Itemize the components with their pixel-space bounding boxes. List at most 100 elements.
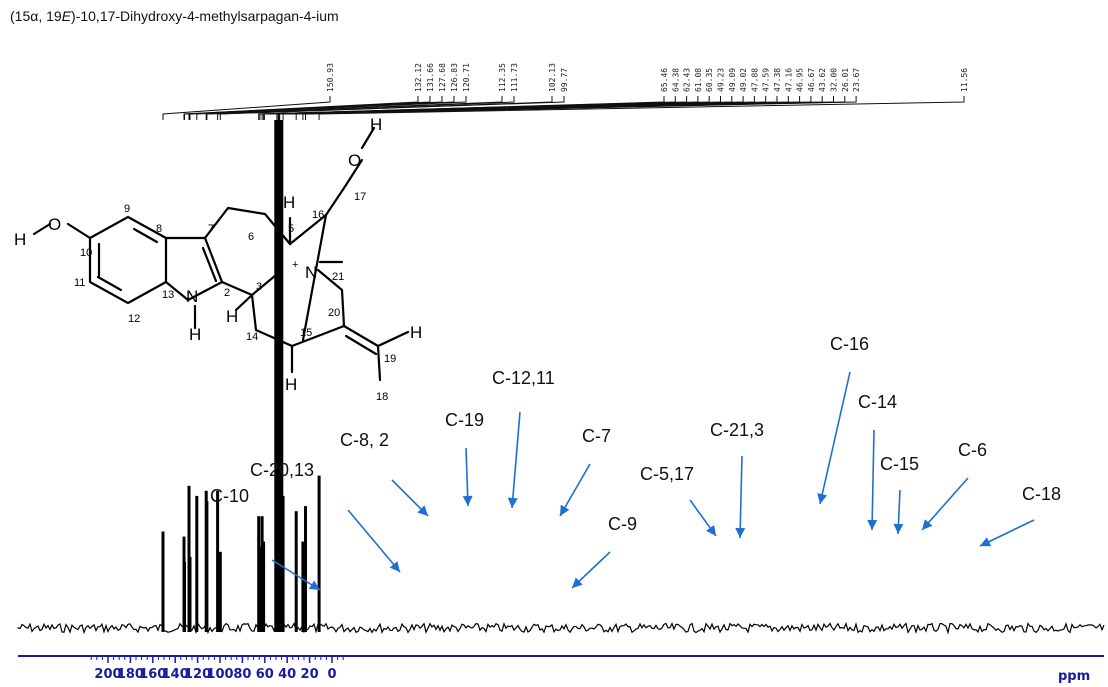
benzene-ring (88, 215, 168, 305)
atom-h-17: H (370, 115, 382, 134)
peak-annotation-label: C-20,13 (250, 460, 314, 480)
bond-O-H-10 (32, 222, 52, 236)
annotation-arrow-shaft (979, 519, 1035, 547)
peak-shift-label: 62.43 (683, 68, 692, 92)
atom-h-10: H (14, 230, 26, 249)
peak (301, 541, 305, 632)
annotation-arrowhead (572, 577, 583, 588)
peak-shift-label: 61.08 (694, 68, 703, 92)
annotation-arrow-shaft (921, 477, 969, 531)
atom-number: 16 (312, 209, 324, 221)
atom-h-3: H (226, 307, 238, 326)
shift-connector (206, 96, 515, 120)
annotation-arrowhead (308, 580, 320, 590)
peak-shift-label: 47.16 (784, 68, 793, 92)
bond-O-H (360, 126, 376, 150)
peak-shift-label: 99.77 (560, 68, 569, 92)
peak (205, 501, 209, 632)
bond-19-18 (376, 344, 382, 382)
shift-connector (219, 96, 565, 120)
bond-16-17 (324, 183, 348, 217)
peak-shift-label: 47.88 (750, 68, 759, 92)
atom-number: 19 (384, 353, 396, 365)
atom-number: 12 (128, 313, 140, 325)
peak-shift-label: 11.56 (960, 68, 969, 92)
atom-number: 8 (156, 223, 162, 235)
annotation-arrowhead (389, 561, 400, 572)
atom-number: 14 (246, 331, 258, 343)
atom-number: 9 (124, 203, 130, 215)
peak-annotation-label: C-7 (582, 426, 611, 446)
atom-number: 10 (80, 247, 92, 259)
annotation-arrowhead (560, 504, 570, 516)
annotation-arrowhead (706, 525, 716, 536)
atom-number: 18 (376, 391, 388, 403)
peak-annotation-label: C-15 (880, 454, 919, 474)
peak-annotation-label: C-5,17 (640, 464, 694, 484)
peak-shift-label: 32.00 (830, 68, 839, 92)
peak (188, 556, 192, 632)
peak-shift-label: 112.35 (498, 63, 507, 92)
peak (218, 551, 222, 632)
peak-shift-label: 47.38 (773, 68, 782, 92)
bond-19-H (376, 330, 410, 348)
bond-17-O (344, 158, 364, 187)
x-tick-label: 100 (206, 667, 233, 682)
peak-shift-label: 126.83 (450, 63, 459, 92)
peak-annotations: C-10C-20,13C-8, 2C-19C-12,11C-7C-9C-5,17… (210, 334, 1061, 591)
annotation-arrow-shaft (739, 455, 743, 539)
x-axis-unit-label: ppm (1058, 669, 1090, 684)
peak (262, 541, 266, 632)
atom-o-17: O (348, 151, 361, 170)
pyrrole-double-2 (201, 246, 218, 283)
x-tick-label: 80 (233, 667, 251, 682)
annotation-arrowhead (893, 523, 904, 534)
atom-n-4: N (305, 263, 317, 282)
annotation-arrowhead (817, 493, 828, 504)
x-tick-label: 20 (301, 667, 319, 682)
peak (258, 546, 262, 632)
peak-annotation-label: C-19 (445, 410, 484, 430)
annotation-arrowhead (462, 495, 473, 506)
atom-h-5: H (283, 193, 295, 212)
benzene-double-2 (96, 275, 123, 292)
peak-annotation-label: C-14 (858, 392, 897, 412)
atom-number: 3 (256, 281, 262, 293)
peak-annotation-label: C-8, 2 (340, 430, 389, 450)
annotation-arrow-shaft (511, 411, 521, 509)
shift-connector (318, 96, 965, 120)
atom-number: 17 (354, 191, 366, 203)
peak-annotation-label: C-10 (210, 486, 249, 506)
peak-shift-label: 64.38 (671, 68, 680, 92)
shift-connector (196, 96, 467, 120)
peak-shift-label: 102.13 (548, 63, 557, 92)
charge-plus: + (292, 259, 298, 271)
peak-shift-label: 23.67 (852, 68, 861, 92)
atom-number: 2 (224, 287, 230, 299)
peak-annotation-label: C-12,11 (492, 368, 555, 388)
peak-annotation-label: C-21,3 (710, 420, 764, 440)
peak-sticks (161, 120, 321, 632)
annotation-arrow-shaft (347, 509, 401, 573)
x-tick-label: 40 (278, 667, 296, 682)
peak-annotation-label: C-16 (830, 334, 869, 354)
peak-annotation-label: C-6 (958, 440, 987, 460)
baseline-noise (17, 621, 1105, 635)
peak-shift-label: 132.12 (414, 63, 423, 92)
x-tick-label: 60 (256, 667, 274, 682)
peak-shift-label: 111.73 (510, 63, 519, 92)
annotation-arrow-shaft (871, 429, 875, 531)
peak-shift-label: 43.62 (818, 68, 827, 92)
peak-shift-label: 150.93 (326, 63, 335, 92)
ring-bond-3-14-15 (250, 293, 346, 348)
shift-connector (162, 96, 331, 120)
peak-shift-label: 49.02 (739, 68, 748, 92)
ring-bond-21-20 (316, 268, 346, 328)
peak (304, 506, 307, 632)
annotation-arrowhead (922, 519, 933, 530)
bond-16-15 (301, 213, 328, 342)
peak-shift-label: 47.59 (762, 68, 771, 92)
